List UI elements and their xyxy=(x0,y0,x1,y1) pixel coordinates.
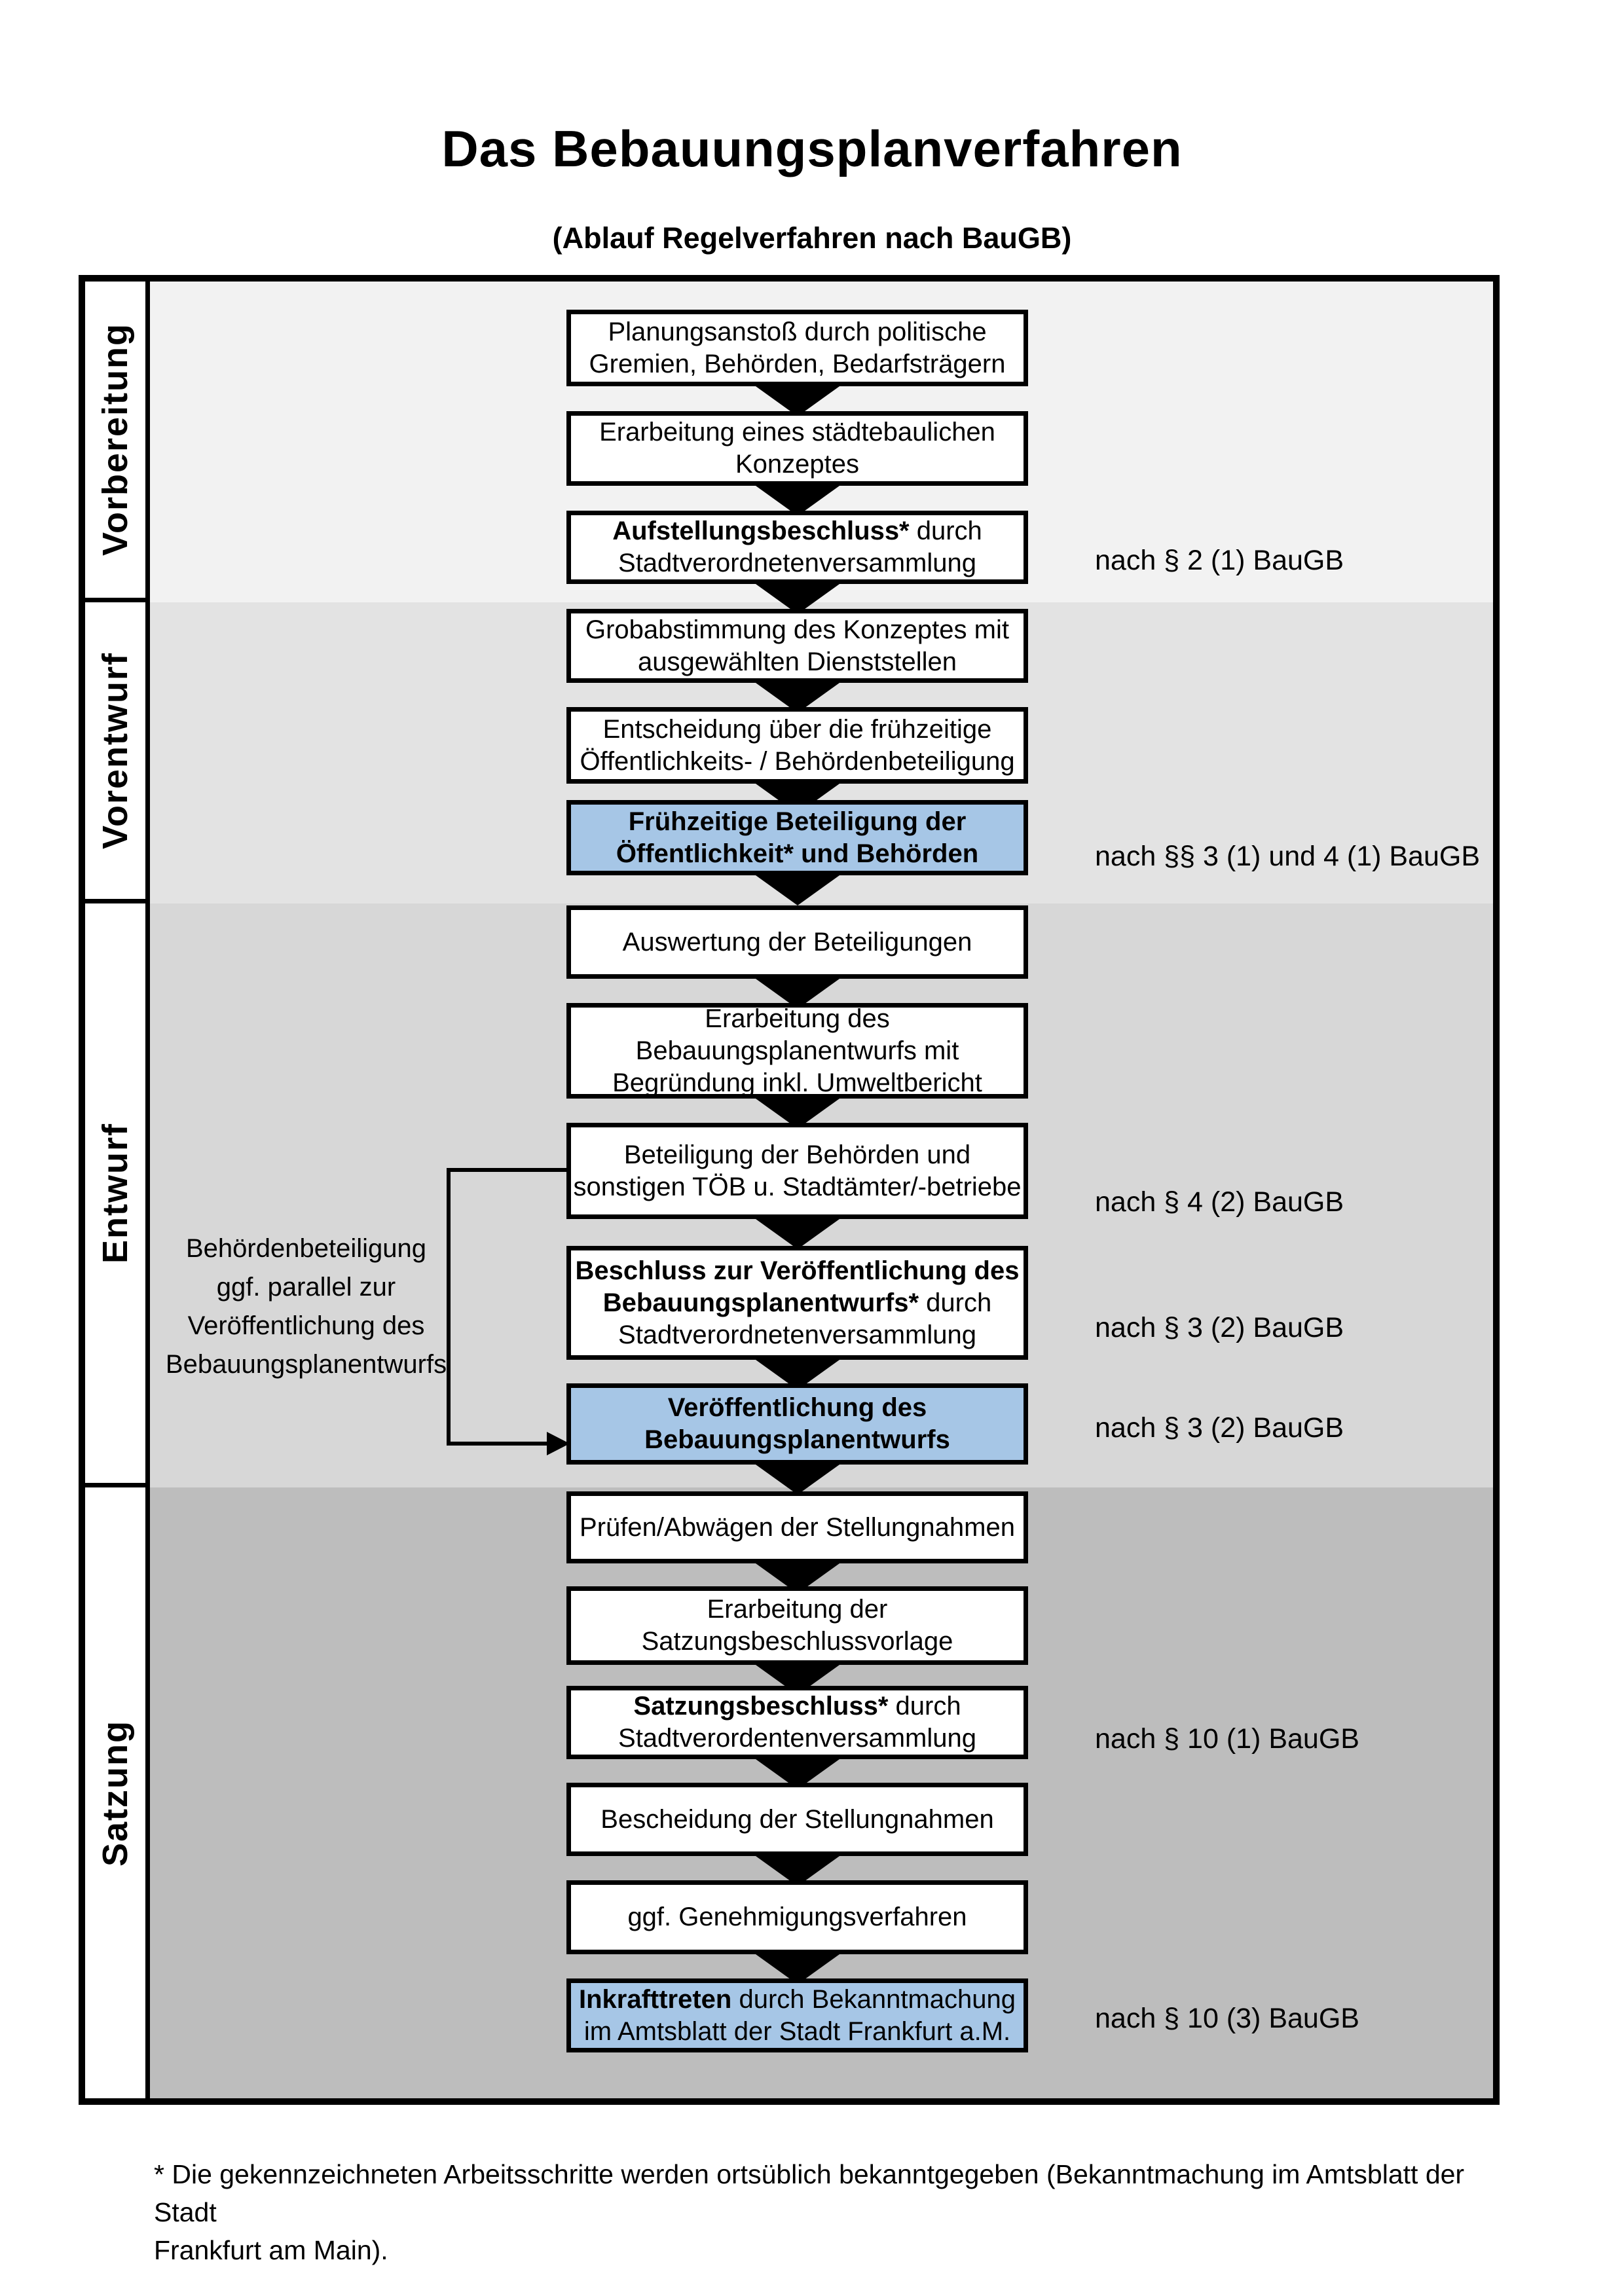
flow-box-konzept-erarbeitung: Erarbeitung eines städtebaulichen Konzep… xyxy=(566,411,1028,486)
page-title: Das Bebauungsplanverfahren xyxy=(441,120,1183,177)
label-column-divider xyxy=(145,282,150,2098)
legal-reference: nach § 10 (1) BauGB xyxy=(1095,1723,1359,1755)
flow-box-satzungsbeschlussvorlage: Erarbeitung der Satzungsbeschlussvorlage xyxy=(566,1586,1028,1665)
arrow-down-icon xyxy=(756,1219,840,1249)
phase-label-vorentwurf: Vorentwurf xyxy=(85,602,145,903)
legal-reference: nach § 3 (2) BauGB xyxy=(1095,1312,1344,1343)
page-subtitle: (Ablauf Regelverfahren nach BauGB) xyxy=(552,221,1072,255)
footnote: * Die gekennzeichneten Arbeitsschritte w… xyxy=(154,2159,1465,2265)
flow-box-aufstellungsbeschluss: Aufstellungsbeschluss* durch Stadtverord… xyxy=(566,511,1028,584)
flow-box-veroeffentlichungsbeschluss: Beschluss zur Veröffentlichung des Bebau… xyxy=(566,1246,1028,1360)
legal-reference: nach § 10 (3) BauGB xyxy=(1095,2003,1359,2034)
flow-box-auswertung: Auswertung der Beteiligungen xyxy=(566,905,1028,979)
legal-reference: nach § 2 (1) BauGB xyxy=(1095,545,1344,576)
phase-label-vorbereitung: Vorbereitung xyxy=(85,282,145,602)
legal-reference: nach § 4 (2) BauGB xyxy=(1095,1186,1344,1218)
parallel-procedure-note: Behördenbeteiligung ggf. parallel zur Ve… xyxy=(165,1234,447,1379)
flow-box-bescheidung: Bescheidung der Stellungnahmen xyxy=(566,1783,1028,1856)
legal-reference: nach § 3 (2) BauGB xyxy=(1095,1412,1344,1444)
flow-box-satzungsbeschluss: Satzungsbeschluss* durch Stadtverordente… xyxy=(566,1686,1028,1759)
flow-box-planungsanstoss: Planungsanstoß durch politische Gremien,… xyxy=(566,310,1028,386)
phase-label-entwurf: Entwurf xyxy=(85,903,145,1487)
flow-box-veroeffentlichung: Veröffentlichung des Bebauungsplanentwur… xyxy=(566,1383,1028,1465)
phase-label-satzung: Satzung xyxy=(85,1487,145,2098)
legal-reference: nach §§ 3 (1) und 4 (1) BauGB xyxy=(1095,841,1481,872)
flow-box-pruefen-abwaegen: Prüfen/Abwägen der Stellungnahmen xyxy=(566,1491,1028,1563)
flow-box-entwurf-erarbeitung: Erarbeitung des Bebauungsplanentwurfs mi… xyxy=(566,1003,1028,1099)
arrow-down-icon xyxy=(756,1465,840,1495)
flow-box-grobabstimmung: Grobabstimmung des Konzeptes mit ausgewä… xyxy=(566,609,1028,683)
flow-box-behoerdenbeteiligung: Beteiligung der Behörden und sonstigen T… xyxy=(566,1123,1028,1219)
arrow-down-icon xyxy=(756,875,840,905)
flow-box-inkrafttreten: Inkrafttreten durch Bekanntmachung im Am… xyxy=(566,1978,1028,2052)
flow-box-genehmigungsverfahren: ggf. Genehmigungsverfahren xyxy=(566,1880,1028,1954)
parallel-connector-line xyxy=(447,1168,570,1455)
flow-box-entscheidung-beteiligung: Entscheidung über die frühzeitige Öffent… xyxy=(566,707,1028,784)
flow-box-fruehzeitige-beteiligung: Frühzeitige Beteiligung der Öffentlichke… xyxy=(566,800,1028,875)
